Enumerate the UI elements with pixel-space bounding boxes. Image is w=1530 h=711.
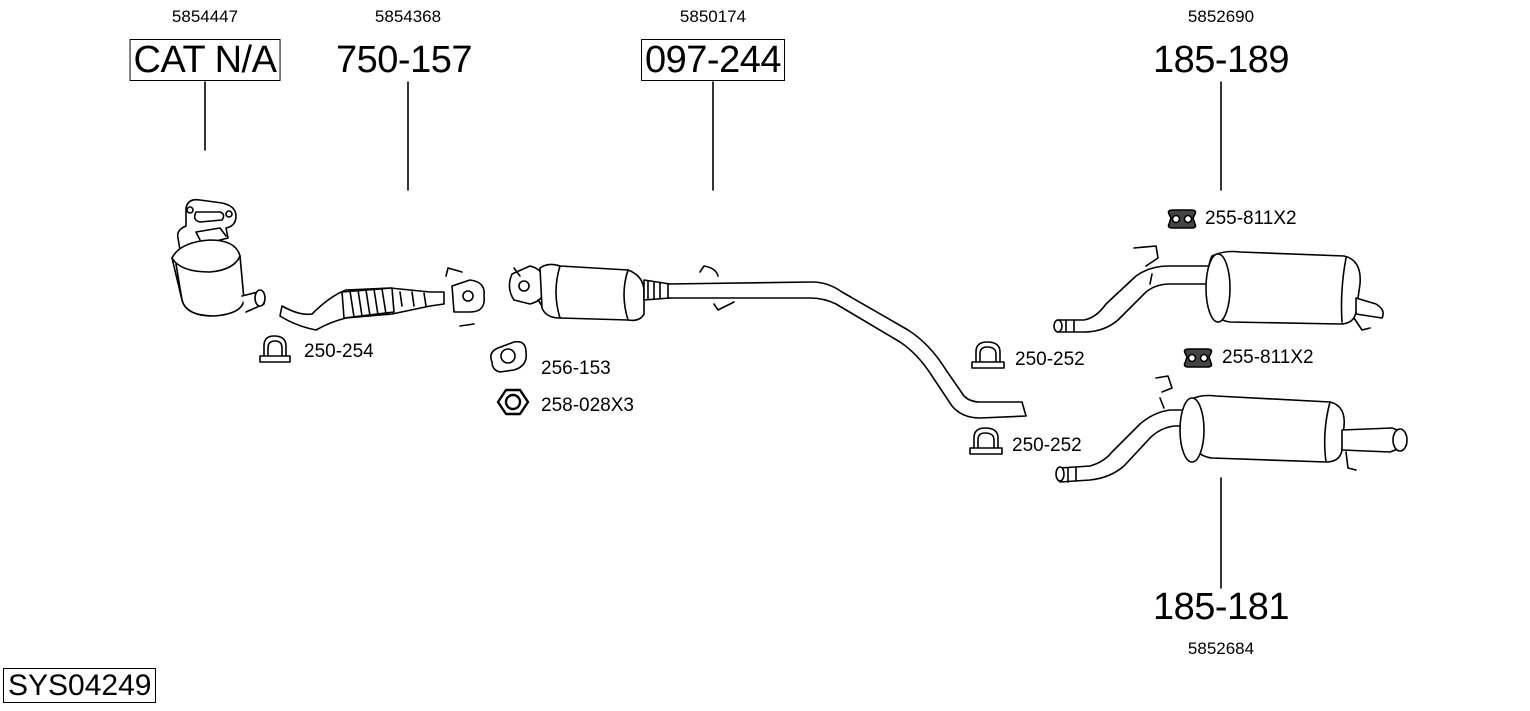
accessory-label[interactable]: 250-252 xyxy=(1012,435,1082,456)
oem-number: 5852684 xyxy=(1187,639,1255,658)
oem-number: 5854447 xyxy=(171,7,239,26)
accessory-label[interactable]: 255-811X2 xyxy=(1205,208,1297,229)
centre-silencer[interactable] xyxy=(508,263,1027,419)
clamp-icon xyxy=(971,341,1005,369)
accessory-label[interactable]: 255-811X2 xyxy=(1222,347,1314,368)
part-code-rear-lower[interactable]: 185-181 xyxy=(1153,586,1289,628)
flex-front-pipe[interactable] xyxy=(279,267,486,331)
rear-silencer-lower[interactable] xyxy=(1055,375,1408,483)
oem-number: 5854368 xyxy=(374,7,442,26)
rubber-hanger-icon xyxy=(1183,348,1213,368)
rubber-hanger-icon xyxy=(1167,209,1197,229)
catalytic-converter[interactable] xyxy=(171,198,266,317)
accessory-label[interactable]: 250-252 xyxy=(1015,349,1085,370)
system-number: SYS04249 xyxy=(3,668,157,703)
nut-icon xyxy=(496,388,530,416)
accessory-label[interactable]: 258-028X3 xyxy=(541,395,634,416)
part-code-front-pipe[interactable]: 750-157 xyxy=(336,39,472,81)
oem-number: 5852690 xyxy=(1187,7,1255,26)
clamp-icon xyxy=(259,335,291,363)
part-code-rear-upper[interactable]: 185-189 xyxy=(1153,39,1289,81)
accessory-label[interactable]: 256-153 xyxy=(541,358,611,379)
rear-silencer-upper[interactable] xyxy=(1053,245,1384,333)
part-code-cat[interactable]: CAT N/A xyxy=(129,39,281,81)
clamp-icon xyxy=(969,427,1003,455)
oem-number: 5850174 xyxy=(679,7,747,26)
part-code-centre-silencer[interactable]: 097-244 xyxy=(641,39,785,81)
gasket-icon xyxy=(490,340,528,373)
accessory-label[interactable]: 250-254 xyxy=(304,341,374,362)
